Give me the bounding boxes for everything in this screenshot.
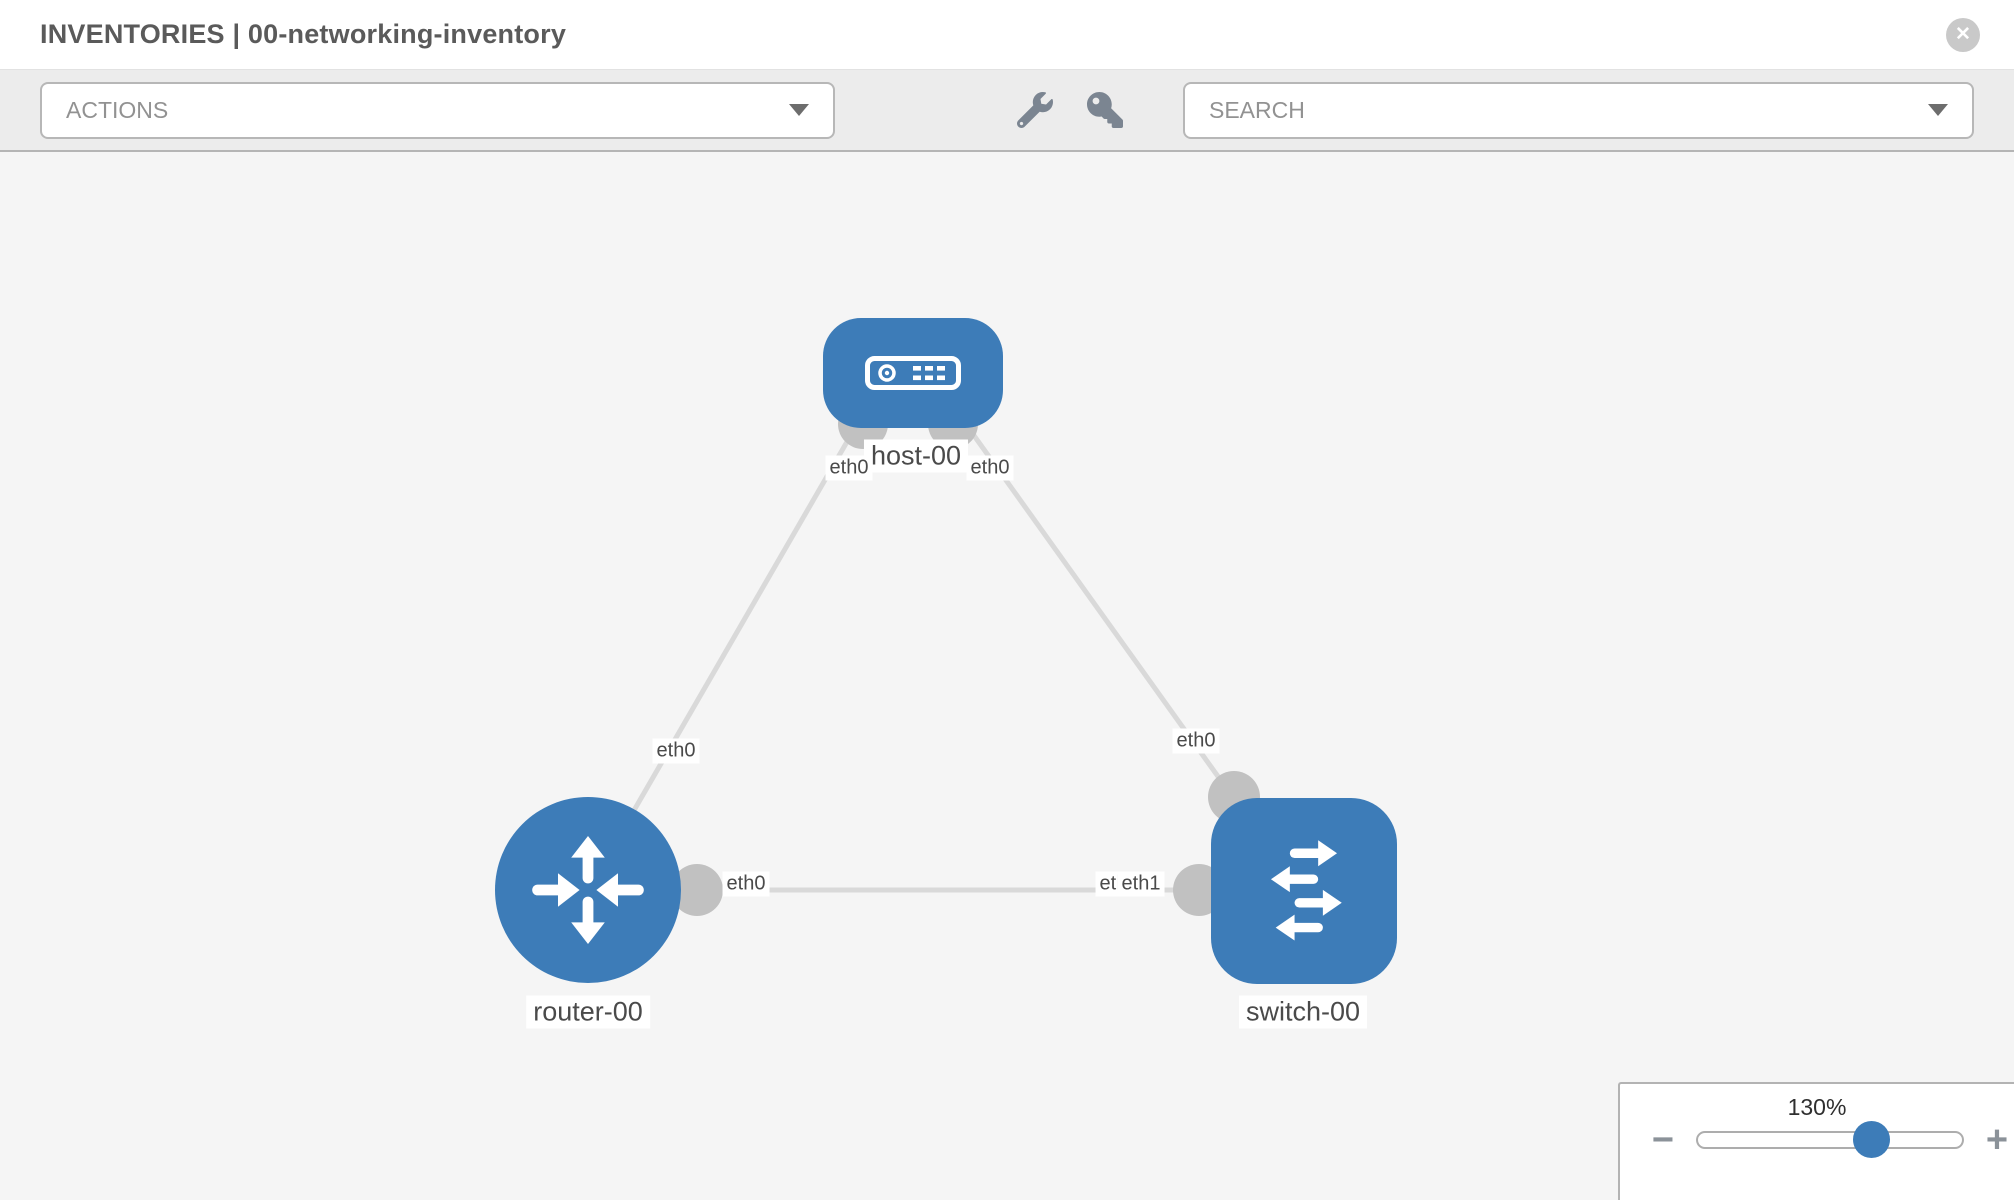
page-title: INVENTORIES | 00-networking-inventory bbox=[40, 19, 567, 49]
zoom-control-panel: 130% − + bbox=[1618, 1082, 2014, 1200]
toolbar-icon-group bbox=[1016, 92, 1123, 129]
caret-down-icon bbox=[1928, 104, 1948, 116]
toolbar: ACTIONS SEARCH bbox=[0, 70, 2014, 152]
panel-header: INVENTORIES | 00-networking-inventory ✕ bbox=[0, 0, 2014, 70]
node-label-router: router-00 bbox=[526, 995, 650, 1029]
node-router-00[interactable] bbox=[495, 797, 681, 983]
caret-down-icon bbox=[789, 104, 809, 116]
iface-label-router-eth0-right: eth0 bbox=[722, 871, 770, 897]
key-icon[interactable] bbox=[1087, 92, 1123, 128]
actions-dropdown[interactable]: ACTIONS bbox=[40, 81, 835, 139]
search-dropdown[interactable]: SEARCH bbox=[1183, 81, 1974, 139]
zoom-in-button[interactable]: + bbox=[1985, 1119, 2009, 1161]
zoom-slider-thumb[interactable] bbox=[1853, 1121, 1890, 1158]
iface-label-host-eth0-right: eth0 bbox=[966, 455, 1014, 481]
host-icon bbox=[865, 356, 961, 390]
router-icon bbox=[528, 830, 648, 950]
wrench-icon[interactable] bbox=[1016, 92, 1053, 129]
iface-label-host-eth0-left: eth0 bbox=[825, 455, 873, 481]
zoom-level-value: 130% bbox=[1787, 1094, 1847, 1120]
link-host-router[interactable] bbox=[585, 400, 873, 892]
iface-label-switch-eth1-left: eth1 bbox=[1117, 871, 1165, 897]
zoom-out-button[interactable]: − bbox=[1651, 1119, 1675, 1161]
zoom-slider-track[interactable] bbox=[1696, 1121, 1964, 1158]
node-label-host: host-00 bbox=[863, 439, 969, 473]
node-host-00[interactable] bbox=[823, 318, 1003, 428]
actions-dropdown-label: ACTIONS bbox=[66, 96, 169, 123]
iface-label-switch-eth0-top: eth0 bbox=[1172, 728, 1220, 754]
node-switch-00[interactable] bbox=[1211, 798, 1397, 984]
search-dropdown-label: SEARCH bbox=[1209, 96, 1305, 123]
topology-graph bbox=[585, 399, 1280, 916]
close-icon[interactable]: ✕ bbox=[1946, 17, 1980, 52]
node-label-switch: switch-00 bbox=[1238, 995, 1368, 1029]
iface-label-router-eth0-top: eth0 bbox=[652, 738, 700, 764]
topology-canvas[interactable]: host-00 router-00 switch-00 eth0 eth0 et… bbox=[0, 152, 2014, 1200]
interface-connector bbox=[671, 864, 723, 916]
switch-icon bbox=[1245, 832, 1363, 950]
